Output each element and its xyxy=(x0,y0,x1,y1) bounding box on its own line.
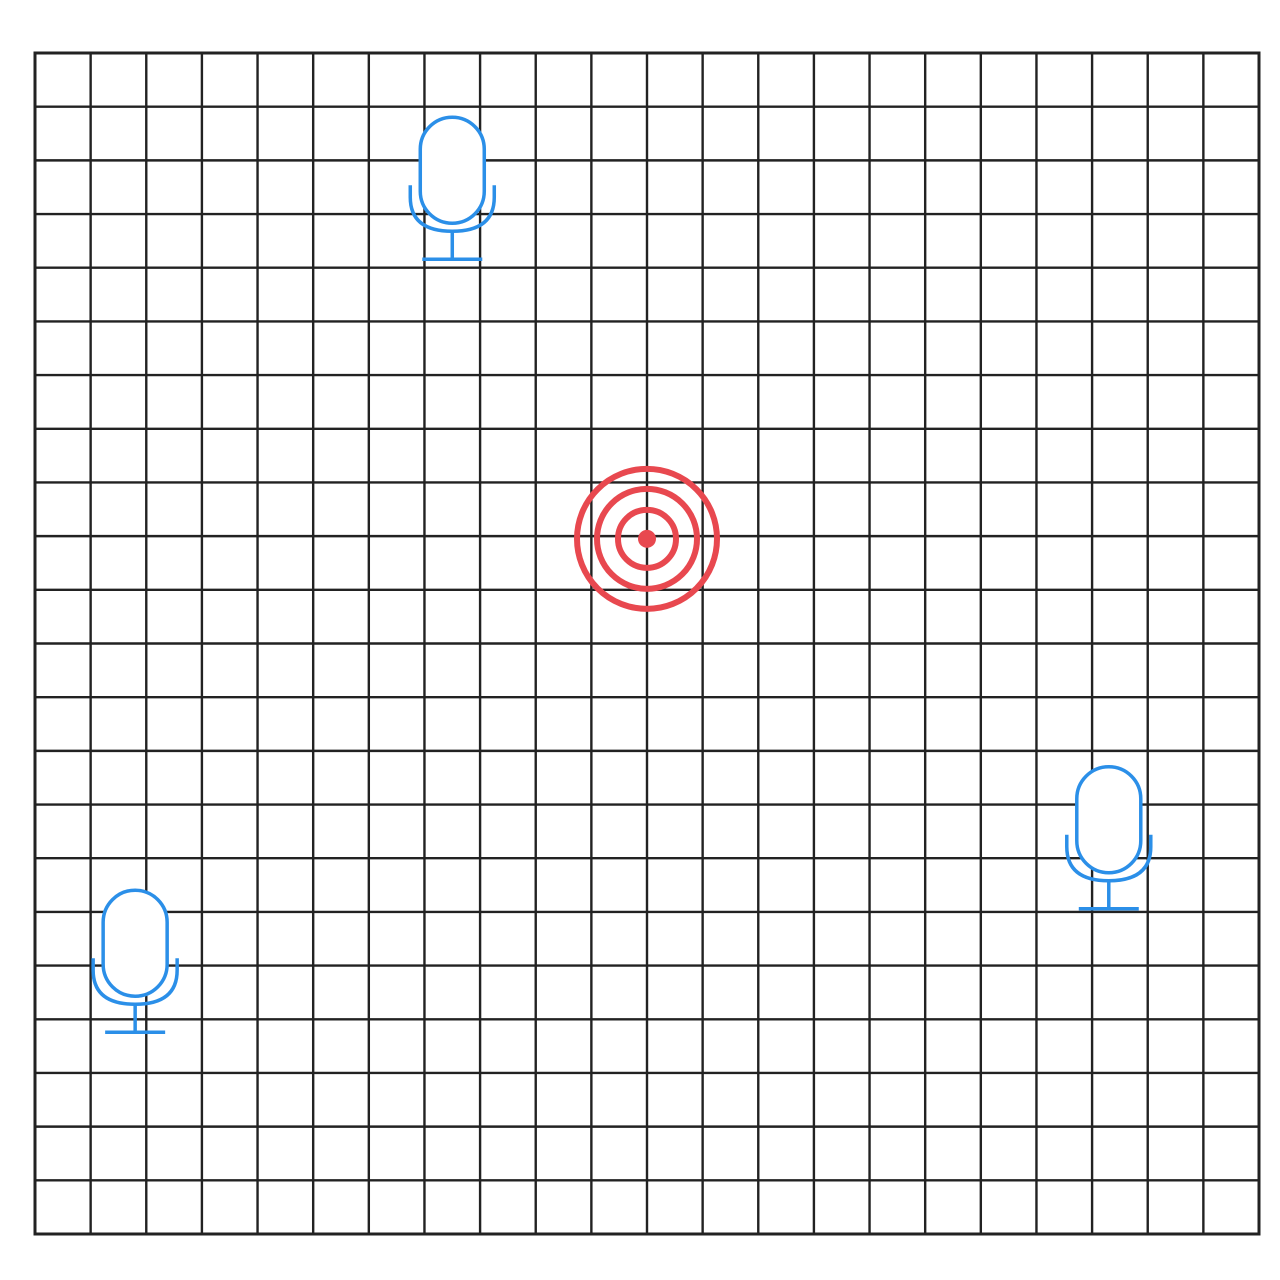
microphone-holder xyxy=(91,958,179,1006)
markers xyxy=(91,115,1153,1034)
target-center xyxy=(638,529,656,548)
microphone-capsule xyxy=(1075,765,1143,875)
target-ring xyxy=(594,485,700,592)
microphone-icon xyxy=(408,115,497,261)
microphone-icon xyxy=(1065,765,1153,911)
target-icon xyxy=(574,465,720,612)
microphone-capsule xyxy=(101,888,169,998)
target-ring xyxy=(615,506,679,571)
target-ring xyxy=(574,465,720,612)
microphone-capsule xyxy=(418,115,487,225)
microphone-icon xyxy=(91,888,179,1034)
grid-lines xyxy=(33,51,1261,1236)
